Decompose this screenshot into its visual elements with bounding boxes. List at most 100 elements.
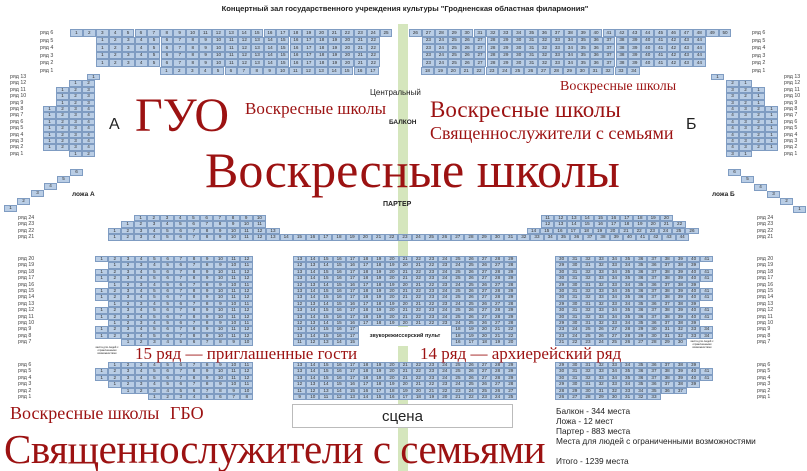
seat[interactable]: 1	[121, 388, 135, 394]
seat[interactable]: 23	[422, 59, 435, 67]
seat[interactable]: 19	[385, 381, 399, 388]
seat[interactable]: 28	[504, 282, 518, 288]
seat[interactable]: 32	[517, 234, 531, 241]
seat[interactable]: 21	[354, 59, 367, 67]
seat[interactable]: 22	[464, 394, 478, 401]
seat[interactable]: 29	[477, 234, 491, 241]
seat[interactable]: 20	[385, 294, 399, 301]
seat[interactable]: 20	[659, 215, 673, 222]
seat[interactable]: 32	[581, 368, 595, 375]
seat[interactable]: 6	[174, 320, 188, 327]
seat[interactable]: 19	[372, 294, 386, 301]
seat[interactable]: 12	[554, 215, 568, 222]
seat[interactable]: 26	[464, 275, 478, 282]
seat[interactable]: 3	[134, 362, 148, 369]
seat[interactable]: 31	[568, 314, 582, 320]
seat[interactable]: 32	[581, 288, 595, 295]
seat[interactable]: 1	[95, 307, 109, 314]
seat[interactable]: 2	[108, 269, 122, 276]
seat[interactable]: 24	[594, 339, 608, 346]
seat[interactable]: 6	[161, 294, 175, 301]
seat[interactable]: 8	[187, 326, 201, 333]
seat[interactable]: 14	[306, 362, 320, 369]
seat[interactable]: 23	[581, 339, 595, 346]
seat[interactable]: 18	[620, 221, 634, 228]
seat[interactable]: 7	[187, 282, 201, 288]
seat[interactable]: 5	[147, 333, 161, 340]
seat[interactable]: 23	[425, 307, 439, 314]
seat[interactable]: 33	[607, 301, 621, 308]
seat[interactable]: 25	[424, 234, 438, 241]
seat[interactable]: 33	[687, 333, 701, 340]
seat[interactable]: 1	[43, 125, 56, 132]
seat[interactable]: 41	[654, 44, 668, 52]
seat[interactable]: 21	[354, 51, 367, 60]
seat[interactable]: 10	[213, 288, 227, 295]
seat[interactable]: 18	[359, 294, 373, 301]
seat[interactable]: 23	[425, 269, 439, 276]
seat[interactable]: 6	[174, 301, 188, 308]
seat[interactable]: 15	[540, 228, 554, 235]
seat[interactable]: 9	[226, 221, 240, 228]
seat[interactable]: 26	[464, 307, 478, 314]
seat[interactable]: 32	[594, 301, 608, 308]
seat[interactable]: 41	[654, 36, 668, 45]
seat[interactable]: 17	[620, 215, 634, 222]
seat[interactable]: 9	[213, 362, 227, 369]
seat[interactable]: 35	[634, 381, 648, 388]
seat[interactable]: 25	[504, 394, 518, 401]
seat[interactable]: 2	[147, 215, 161, 222]
seat[interactable]: 2	[69, 100, 82, 106]
seat[interactable]: 41	[700, 288, 714, 295]
seat[interactable]: 13	[266, 234, 280, 241]
seat[interactable]: 6	[134, 29, 148, 37]
seat[interactable]: 15	[332, 301, 346, 308]
seat[interactable]: 4	[147, 301, 161, 308]
seat[interactable]: 35	[634, 301, 648, 308]
seat[interactable]: 20	[646, 221, 660, 228]
seat[interactable]: 11	[240, 234, 254, 241]
seat[interactable]: 2	[739, 100, 752, 106]
seat[interactable]: 19	[464, 333, 478, 340]
seat[interactable]: 26	[464, 269, 478, 276]
seat[interactable]: 18	[451, 333, 465, 340]
seat[interactable]: 4	[198, 67, 212, 75]
seat[interactable]: 36	[589, 36, 603, 45]
seat[interactable]: 37	[583, 234, 597, 241]
seat[interactable]: 8	[200, 282, 214, 288]
seat[interactable]: 1	[70, 29, 83, 37]
seat[interactable]: 8	[200, 381, 214, 388]
seat[interactable]: 8	[187, 307, 201, 314]
seat[interactable]: 33	[607, 262, 621, 269]
seat[interactable]: 2	[121, 381, 135, 388]
seat[interactable]: 1	[56, 87, 69, 94]
seat[interactable]: 15	[319, 269, 333, 276]
seat[interactable]: 22	[366, 59, 380, 67]
seat[interactable]: 4	[726, 125, 739, 132]
seat[interactable]: 10	[213, 307, 227, 314]
seat[interactable]: 34	[627, 67, 641, 75]
seat[interactable]: 13	[293, 307, 307, 314]
seat[interactable]: 34	[607, 288, 621, 295]
seat[interactable]: 19	[372, 307, 386, 314]
seat[interactable]: 27	[491, 381, 505, 388]
seat[interactable]: 4	[754, 184, 767, 191]
seat[interactable]: 29	[499, 44, 513, 52]
seat[interactable]: 15	[319, 256, 333, 263]
seat[interactable]: 22	[568, 339, 582, 346]
seat[interactable]: 26	[594, 333, 608, 340]
seat[interactable]: 32	[594, 362, 608, 369]
seat[interactable]: 40	[687, 375, 701, 382]
seat[interactable]: 15	[319, 375, 333, 382]
seat[interactable]: 12	[293, 282, 307, 288]
seat[interactable]: 2	[121, 282, 135, 288]
seat[interactable]: 8	[160, 29, 174, 37]
seat[interactable]: 11	[253, 221, 267, 228]
seat[interactable]: 21	[398, 256, 412, 263]
seat[interactable]: 1	[108, 228, 122, 235]
seat[interactable]: 13	[306, 282, 320, 288]
seat[interactable]: 39	[687, 320, 701, 327]
seat[interactable]: 26	[464, 368, 478, 375]
seat[interactable]: 29	[555, 301, 569, 308]
seat[interactable]: 42	[667, 44, 680, 52]
